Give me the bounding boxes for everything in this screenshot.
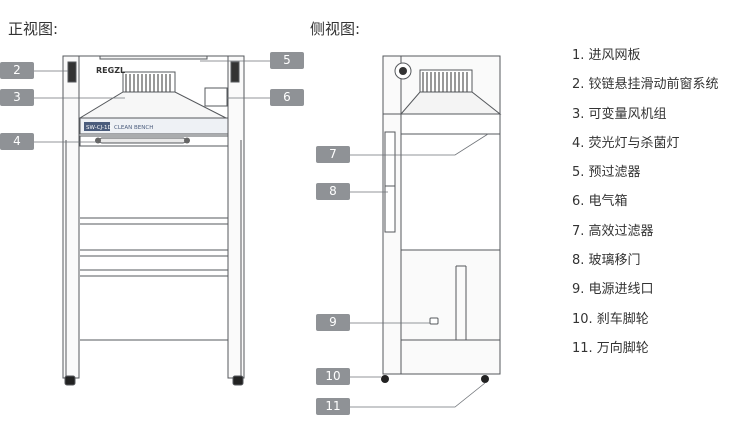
legend-item: 5. 预过滤器 <box>572 165 641 181</box>
legend-item: 11. 万向脚轮 <box>572 340 649 356</box>
callout-10: 10 <box>316 368 350 385</box>
callout-6: 6 <box>270 89 304 106</box>
legend-item: 6. 电气箱 <box>572 194 628 210</box>
model-label: SW-CJ-1D <box>86 125 112 131</box>
callout-9: 9 <box>316 314 350 331</box>
legend-item: 2. 铰链悬挂滑动前窗系统 <box>572 77 719 93</box>
brand-logo: REGZL <box>96 66 125 75</box>
legend-item: 1. 进风网板 <box>572 48 641 63</box>
callout-2: 2 <box>0 62 34 79</box>
legend-item: 8. 玻璃移门 <box>572 253 641 269</box>
callout-3: 3 <box>0 89 34 106</box>
legend-item: 10. 刹车脚轮 <box>572 311 649 327</box>
side-view-drawing <box>381 55 502 383</box>
legend-item: 7. 高效过滤器 <box>572 223 654 239</box>
front-view-title: 正视图: <box>8 20 59 38</box>
legend-item: 9. 电源进线口 <box>572 282 654 298</box>
side-view-title: 侧视图: <box>310 20 361 38</box>
legend-item: 3. 可变量风机组 <box>572 106 667 122</box>
front-view-drawing <box>62 55 245 386</box>
callout-7: 7 <box>316 146 350 163</box>
callout-5: 5 <box>270 52 304 69</box>
parts-legend: 1. 进风网板 2. 铰链悬挂滑动前窗系统 3. 可变量风机组 4. 荧光灯与杀… <box>572 46 719 368</box>
callout-4: 4 <box>0 133 34 150</box>
callout-11: 11 <box>316 398 350 415</box>
legend-item: 4. 荧光灯与杀菌灯 <box>572 135 680 151</box>
callout-8: 8 <box>316 183 350 200</box>
leader-lines <box>33 60 489 408</box>
bench-label: CLEAN BENCH <box>114 125 153 131</box>
